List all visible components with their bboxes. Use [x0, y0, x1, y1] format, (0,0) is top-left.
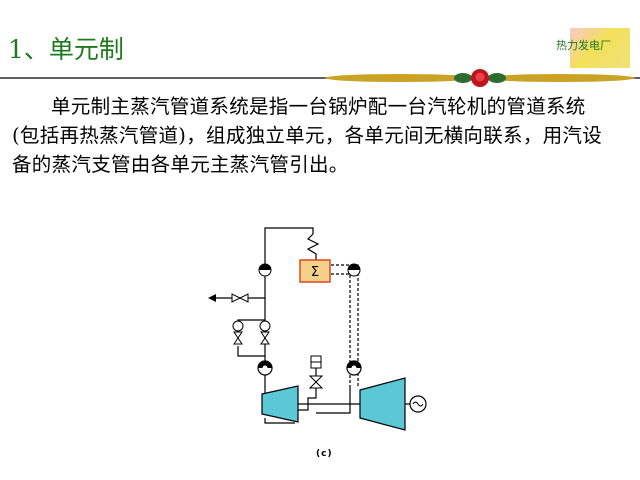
- lp-turbine: [359, 377, 406, 431]
- bypass-valve-icon: [232, 320, 271, 345]
- svg-text:Σ: Σ: [311, 265, 319, 280]
- control-valve-icon: [308, 355, 324, 389]
- hp-turbine: [261, 385, 299, 423]
- main-steam-valve-icon: [257, 360, 273, 376]
- rose-ornament-icon: [454, 69, 506, 87]
- title-divider: [0, 69, 640, 87]
- check-valve-icon: [258, 263, 272, 277]
- body-paragraph-container: 单元制主蒸汽管道系统是指一台锅炉配一台汽轮机的管道系统(包括再热蒸汽管道)，组成…: [12, 92, 612, 179]
- brand-logo: [570, 28, 630, 68]
- flow-arrow-icon: [208, 294, 216, 302]
- unit-system-diagram: Σ: [208, 227, 427, 431]
- check-valve-icon: [347, 263, 361, 277]
- body-paragraph: 单元制主蒸汽管道系统是指一台锅炉配一台汽轮机的管道系统(包括再热蒸汽管道)，组成…: [12, 95, 603, 176]
- reheater-box: Σ: [299, 259, 331, 283]
- generator-icon: [409, 395, 427, 413]
- figure-caption: (c): [316, 449, 333, 459]
- stop-valve-icon: [231, 293, 249, 303]
- main-steam-valve-icon: [346, 360, 362, 376]
- brand-label: 热力发电厂: [556, 39, 611, 52]
- slide-title: 1、单元制: [8, 35, 124, 64]
